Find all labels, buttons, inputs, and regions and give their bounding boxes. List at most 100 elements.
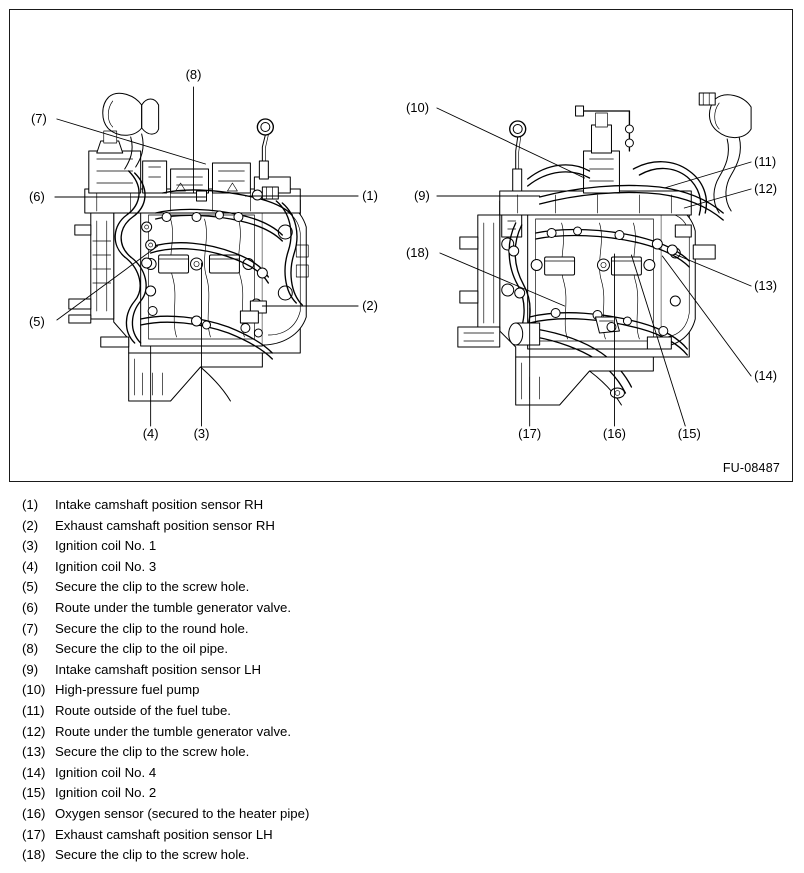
callout-leader-line: [663, 161, 752, 189]
legend-row: (3) Ignition coil No. 1: [9, 536, 793, 557]
legend-list: (1) Intake camshaft position sensor RH (2)…: [9, 495, 793, 866]
legend-item-number: (5): [22, 579, 39, 595]
legend-row: (8) Secure the clip to the oil pipe.: [9, 639, 793, 660]
legend-item-text: Route under the tumble generator valve.: [55, 723, 292, 739]
callout-ref-text: (12): [754, 181, 777, 196]
left-engine-illustration: [68, 92, 309, 402]
callout-ref-text: (5): [29, 314, 45, 329]
callout-ref-text: (18): [406, 245, 429, 260]
callout-leader-line: [673, 253, 752, 287]
legend-item-text: Intake camshaft position sensor RH: [55, 497, 264, 512]
callout-ref-text: (4): [143, 426, 159, 441]
legend-row: (11) Route outside of the fuel tube.: [9, 701, 793, 722]
callout-ref-text: (6): [29, 189, 45, 204]
legend-item-text: Route outside of the fuel tube.: [55, 702, 231, 718]
legend-row: (16) Oxygen sensor (secured to the heater…: [9, 804, 793, 825]
callout-leader-line: [683, 188, 752, 209]
legend-item-number: (3): [22, 538, 39, 554]
callout-ref-text: (7): [31, 111, 47, 126]
legend-item-number: (11): [22, 702, 45, 718]
legend-row: (7) Secure the clip to the round hole.: [9, 619, 793, 640]
callout-ref-text: (2): [362, 298, 378, 313]
legend-item-text: Ignition coil No. 3: [55, 558, 157, 574]
callout-ref-text: (8): [186, 67, 202, 82]
callout-ref-text: (16): [603, 426, 626, 441]
legend-item-number: (15): [22, 785, 46, 801]
legend-row: (5) Secure the clip to the screw hole.: [9, 577, 793, 598]
legend-item-number: (18): [22, 847, 46, 863]
callout-ref-text: (1): [362, 188, 378, 203]
legend-item-text: Route under the tumble generator valve.: [55, 599, 292, 615]
legend-item-number: (4): [22, 558, 39, 574]
callout-8: (8): [186, 67, 202, 194]
callout-ref-text: (14): [754, 368, 777, 383]
callout-9: (9): [414, 188, 541, 203]
legend-item-number: (6): [22, 599, 39, 615]
legend-row: (10) High-pressure fuel pump: [9, 680, 793, 701]
callout-3: (3): [194, 262, 210, 441]
legend-row: (1) Intake camshaft position sensor RH: [9, 495, 793, 516]
legend-row: (15) Ignition coil No. 2: [9, 783, 793, 804]
legend-item-text: Secure the clip to the round hole.: [55, 620, 249, 636]
legend-item-text: Ignition coil No. 2: [55, 785, 157, 801]
callout-ref-text: (3): [194, 426, 210, 441]
legend-item-text: Ignition coil No. 4: [55, 764, 157, 780]
legend-item-text: Oxygen sensor (secured to the heater pip…: [55, 805, 310, 821]
legend-item-text: Intake camshaft position sensor LH: [55, 661, 261, 677]
legend-item-number: (1): [22, 497, 39, 512]
callout-ref-text: (17): [518, 426, 541, 441]
legend-item-text: Secure the clip to the screw hole.: [55, 744, 250, 760]
callout-ref-text: (9): [414, 188, 430, 203]
legend-row: (13)Secure the clip to the screw hole.: [9, 742, 793, 763]
callout-18: (18): [406, 245, 566, 307]
callout-4: (4): [143, 345, 159, 441]
right-engine-illustration: [457, 92, 752, 406]
legend-item-number: (16): [22, 805, 46, 821]
callout-1: (1): [244, 188, 378, 203]
legend-item-text: Secure the clip to the screw hole.: [55, 847, 250, 863]
legend-item-number: (7): [22, 620, 39, 636]
figure-frame: (8) (7) (6) (1) (2) (5) (4) (3) (10) (9) (11) (12) (…: [9, 9, 793, 482]
legend-row: (6) Route under the tumble generator valv…: [9, 598, 793, 619]
legend-row: (17) Exhaust camshaft position sensor LH: [9, 825, 793, 846]
legend-item-text: Ignition coil No. 1: [55, 538, 157, 554]
legend-item-text: Exhaust camshaft position sensor RH: [55, 517, 275, 533]
figure-id-label: FU-08487: [722, 461, 780, 475]
callout-layer: (8) (7) (6) (1) (2) (5) (4) (3) (10) (9) (11) (12) (…: [29, 67, 777, 441]
legend-row: (2)Exhaust camshaft position sensor RH: [9, 516, 793, 537]
legend-row: (18) Secure the clip to the screw hole.: [9, 845, 793, 866]
legend-row: (12) Route under the tumble generator val…: [9, 722, 793, 743]
callout-leader-line: [439, 252, 566, 307]
legend-item-number: (17): [22, 826, 46, 842]
callout-ref-text: (15): [678, 426, 701, 441]
legend-row: (4) Ignition coil No. 3: [9, 557, 793, 578]
callout-ref-text: (10): [406, 100, 429, 115]
callout-16: (16): [603, 253, 626, 441]
callout-10: (10): [406, 100, 585, 179]
callout-ref-text: (13): [754, 278, 777, 293]
legend-item-number: (12): [22, 723, 46, 739]
callout-17: (17): [518, 307, 541, 441]
callout-leader-line: [56, 245, 159, 321]
callout-12: (12): [683, 181, 777, 209]
legend-item-text: Secure the clip to the screw hole.: [55, 579, 250, 595]
engine-diagram-svg: (8) (7) (6) (1) (2) (5) (4) (3) (10) (9) (11) (12) (…: [29, 67, 777, 441]
legend-item-text: High-pressure fuel pump: [55, 682, 200, 698]
legend-item-text: Exhaust camshaft position sensor LH: [55, 826, 273, 842]
callout-leader-line: [630, 254, 686, 427]
callout-leader-line: [436, 107, 585, 179]
callout-ref-text: (11): [754, 154, 776, 169]
callout-leader-line: [661, 255, 752, 377]
legend-item-number: (10): [22, 682, 46, 698]
legend-row: (9)Intake camshaft position sensor LH: [9, 660, 793, 681]
callout-leader-line: [56, 118, 206, 165]
legend-item-text: Secure the clip to the oil pipe.: [55, 641, 229, 657]
legend-item-number: (14): [22, 764, 46, 780]
legend-item-number: (8): [22, 641, 39, 657]
callout-6: (6): [29, 189, 206, 204]
callout-2: (2): [261, 298, 378, 313]
legend-row: (14) Ignition coil No. 4: [9, 763, 793, 784]
callout-5: (5): [29, 245, 159, 329]
callout-13: (13): [673, 253, 777, 293]
